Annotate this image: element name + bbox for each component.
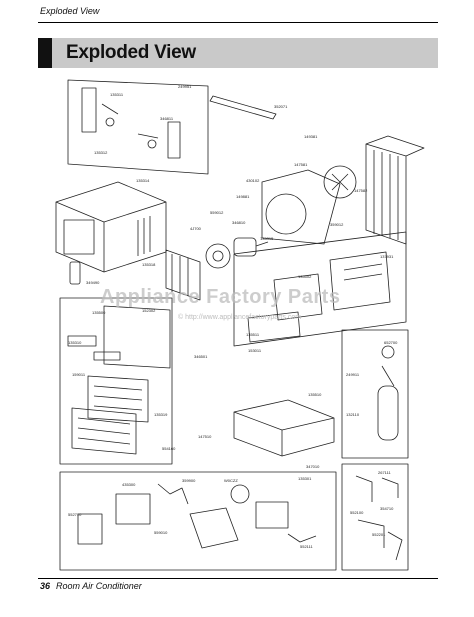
part-label: 149881 bbox=[236, 194, 250, 199]
part-label: 135318 bbox=[142, 262, 156, 267]
part-label: 552111 bbox=[300, 544, 314, 549]
top-rail-part bbox=[209, 95, 277, 120]
part-label: 153011 bbox=[248, 348, 262, 353]
part-label: 249911 bbox=[346, 372, 360, 377]
watermark: Appliance Factory Parts bbox=[100, 286, 341, 308]
part-label: 135315 bbox=[260, 236, 274, 241]
part-label: 137931 bbox=[380, 254, 394, 259]
part-label: 147582 bbox=[354, 188, 368, 193]
page-number: 36 bbox=[40, 581, 51, 591]
part-label: 135311 bbox=[110, 92, 124, 97]
part-label: 4J700 bbox=[190, 226, 202, 231]
part-label: 135502 bbox=[298, 274, 312, 279]
front-frame-part bbox=[67, 79, 209, 175]
part-label: 559010 bbox=[154, 530, 168, 535]
part-label: 552100 bbox=[350, 510, 364, 515]
part-label: 135314 bbox=[136, 178, 150, 183]
part-label: 554160 bbox=[162, 446, 176, 451]
exploded-view-drawing: 135311 249951 352071 149381 135312 34681… bbox=[55, 79, 425, 571]
part-label: 159011 bbox=[72, 372, 86, 377]
part-label: 135301 bbox=[298, 476, 312, 481]
part-label: 135511 bbox=[246, 332, 260, 337]
part-label: W0CZZ bbox=[224, 478, 238, 483]
running-head: Exploded View bbox=[40, 6, 100, 16]
part-label: 135312 bbox=[94, 150, 108, 155]
cabinet-part bbox=[55, 181, 167, 273]
part-label: 135310 bbox=[68, 340, 82, 345]
part-label: 435300 bbox=[122, 482, 136, 487]
part-label: 132110 bbox=[346, 412, 360, 417]
part-label: 552710 bbox=[68, 512, 82, 517]
part-label: 346811 bbox=[160, 116, 174, 121]
part-label: 152302 bbox=[142, 308, 156, 313]
part-label: 359900 bbox=[182, 478, 196, 483]
remote-part bbox=[69, 261, 81, 285]
part-label: 347010 bbox=[306, 464, 320, 469]
watermark-url: © http://www.appliancefactoryparts.com bbox=[178, 314, 302, 321]
title-marker bbox=[38, 38, 52, 68]
condenser-coil-part bbox=[365, 135, 425, 245]
part-label: 346501 bbox=[194, 354, 208, 359]
footer: 36 Room Air Conditioner bbox=[40, 581, 142, 591]
part-label: 352071 bbox=[274, 104, 288, 109]
motor-part bbox=[205, 237, 269, 269]
footer-rule bbox=[38, 578, 438, 579]
part-label: 354710 bbox=[380, 506, 394, 511]
side-grille-part bbox=[165, 249, 201, 301]
part-label: 349490 bbox=[86, 280, 100, 285]
part-label: 149381 bbox=[304, 134, 318, 139]
part-callouts: 135311 249951 352071 149381 135312 34681… bbox=[68, 84, 398, 549]
part-label: 135500 bbox=[92, 310, 106, 315]
header-rule bbox=[38, 22, 438, 23]
part-label: 346810 bbox=[232, 220, 246, 225]
part-label: 430102 bbox=[246, 178, 260, 183]
part-label: 135510 bbox=[308, 392, 322, 397]
accessory-box bbox=[341, 463, 409, 571]
part-label: 249951 bbox=[178, 84, 192, 89]
title-bar: Exploded View bbox=[38, 38, 438, 68]
part-label: 559012 bbox=[210, 210, 224, 215]
footer-text: Room Air Conditioner bbox=[56, 581, 142, 591]
part-label: 147581 bbox=[294, 162, 308, 167]
electrical-parts-box bbox=[59, 471, 337, 571]
part-label: 147510 bbox=[198, 434, 212, 439]
part-label: 267111 bbox=[378, 470, 392, 475]
part-label: 652700 bbox=[384, 340, 398, 345]
part-label: 359012 bbox=[330, 222, 344, 227]
page-title: Exploded View bbox=[66, 42, 196, 63]
base-pan-part bbox=[233, 399, 335, 457]
front-grille-assembly bbox=[59, 297, 173, 465]
compressor-assembly bbox=[341, 329, 409, 459]
evaporator-assembly bbox=[233, 231, 407, 347]
fan-shroud-part bbox=[261, 165, 357, 245]
part-label: 552201 bbox=[372, 532, 386, 537]
part-label: 135319 bbox=[154, 412, 168, 417]
